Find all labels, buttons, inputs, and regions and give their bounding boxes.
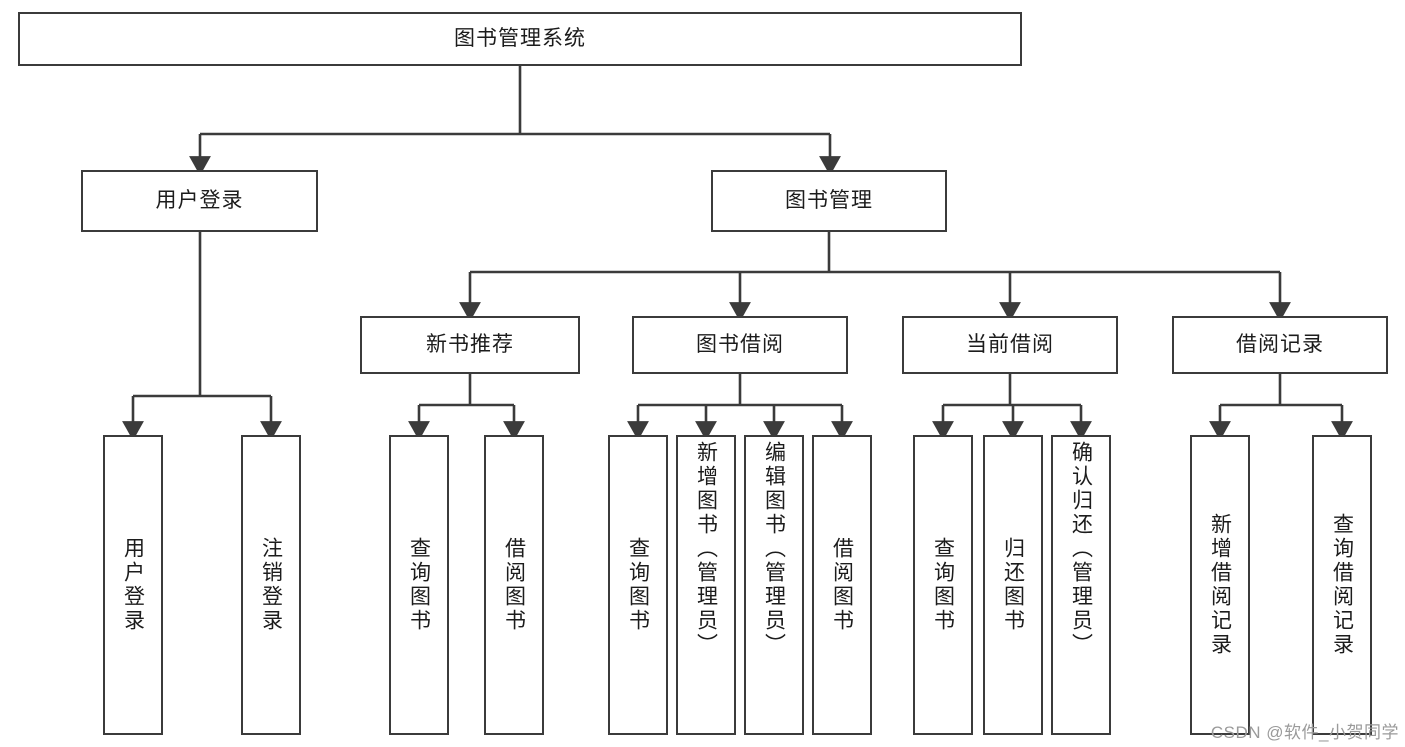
node-leaf-query-book-recommend-label: 查询图书 <box>407 537 431 633</box>
node-leaf-query-book-current-label: 查询图书 <box>931 537 955 633</box>
node-new-book-recommend-label: 新书推荐 <box>426 332 514 356</box>
node-book-management-label: 图书管理 <box>785 188 873 212</box>
node-leaf-return-book[interactable]: 归还图书 <box>983 435 1043 735</box>
node-leaf-logout-login-label: 注销登录 <box>259 537 283 633</box>
node-user-login-label: 用户登录 <box>155 188 244 212</box>
node-root[interactable]: 图书管理系统 <box>18 12 1022 66</box>
node-leaf-confirm-return-admin[interactable]: 确认归还（管理员） <box>1051 435 1111 735</box>
node-leaf-query-book-borrow-label: 查询图书 <box>626 537 650 633</box>
node-leaf-edit-book-admin[interactable]: 编辑图书（管理员） <box>744 435 804 735</box>
node-leaf-user-login[interactable]: 用户登录 <box>103 435 163 735</box>
node-current-borrow[interactable]: 当前借阅 <box>902 316 1118 374</box>
node-book-borrow-label: 图书借阅 <box>696 332 784 356</box>
node-leaf-query-borrow-record[interactable]: 查询借阅记录 <box>1312 435 1372 735</box>
node-book-borrow[interactable]: 图书借阅 <box>632 316 848 374</box>
node-leaf-query-book-recommend[interactable]: 查询图书 <box>389 435 449 735</box>
node-leaf-add-borrow-record[interactable]: 新增借阅记录 <box>1190 435 1250 735</box>
node-book-management[interactable]: 图书管理 <box>711 170 947 232</box>
node-leaf-confirm-return-admin-label: 确认归还（管理员） <box>1069 441 1093 657</box>
node-leaf-query-borrow-record-label: 查询借阅记录 <box>1330 513 1354 657</box>
node-leaf-edit-book-admin-label: 编辑图书（管理员） <box>762 441 786 657</box>
node-borrow-record-label: 借阅记录 <box>1236 332 1324 356</box>
node-leaf-add-book-admin[interactable]: 新增图书（管理员） <box>676 435 736 735</box>
watermark-text: CSDN @软件_小贺同学 <box>1210 723 1399 742</box>
node-user-login[interactable]: 用户登录 <box>81 170 318 232</box>
node-leaf-add-borrow-record-label: 新增借阅记录 <box>1208 513 1232 657</box>
node-leaf-query-book-current[interactable]: 查询图书 <box>913 435 973 735</box>
node-new-book-recommend[interactable]: 新书推荐 <box>360 316 580 374</box>
node-borrow-record[interactable]: 借阅记录 <box>1172 316 1388 374</box>
node-leaf-borrow-book-recommend-label: 借阅图书 <box>502 537 526 633</box>
node-leaf-logout-login[interactable]: 注销登录 <box>241 435 301 735</box>
node-leaf-borrow-book[interactable]: 借阅图书 <box>812 435 872 735</box>
node-leaf-add-book-admin-label: 新增图书（管理员） <box>694 441 718 657</box>
node-current-borrow-label: 当前借阅 <box>966 332 1054 356</box>
node-leaf-borrow-book-recommend[interactable]: 借阅图书 <box>484 435 544 735</box>
node-root-label: 图书管理系统 <box>454 26 586 50</box>
node-leaf-borrow-book-label: 借阅图书 <box>830 537 854 633</box>
node-leaf-return-book-label: 归还图书 <box>1001 537 1025 633</box>
node-leaf-query-book-borrow[interactable]: 查询图书 <box>608 435 668 735</box>
node-leaf-user-login-label: 用户登录 <box>121 537 145 633</box>
